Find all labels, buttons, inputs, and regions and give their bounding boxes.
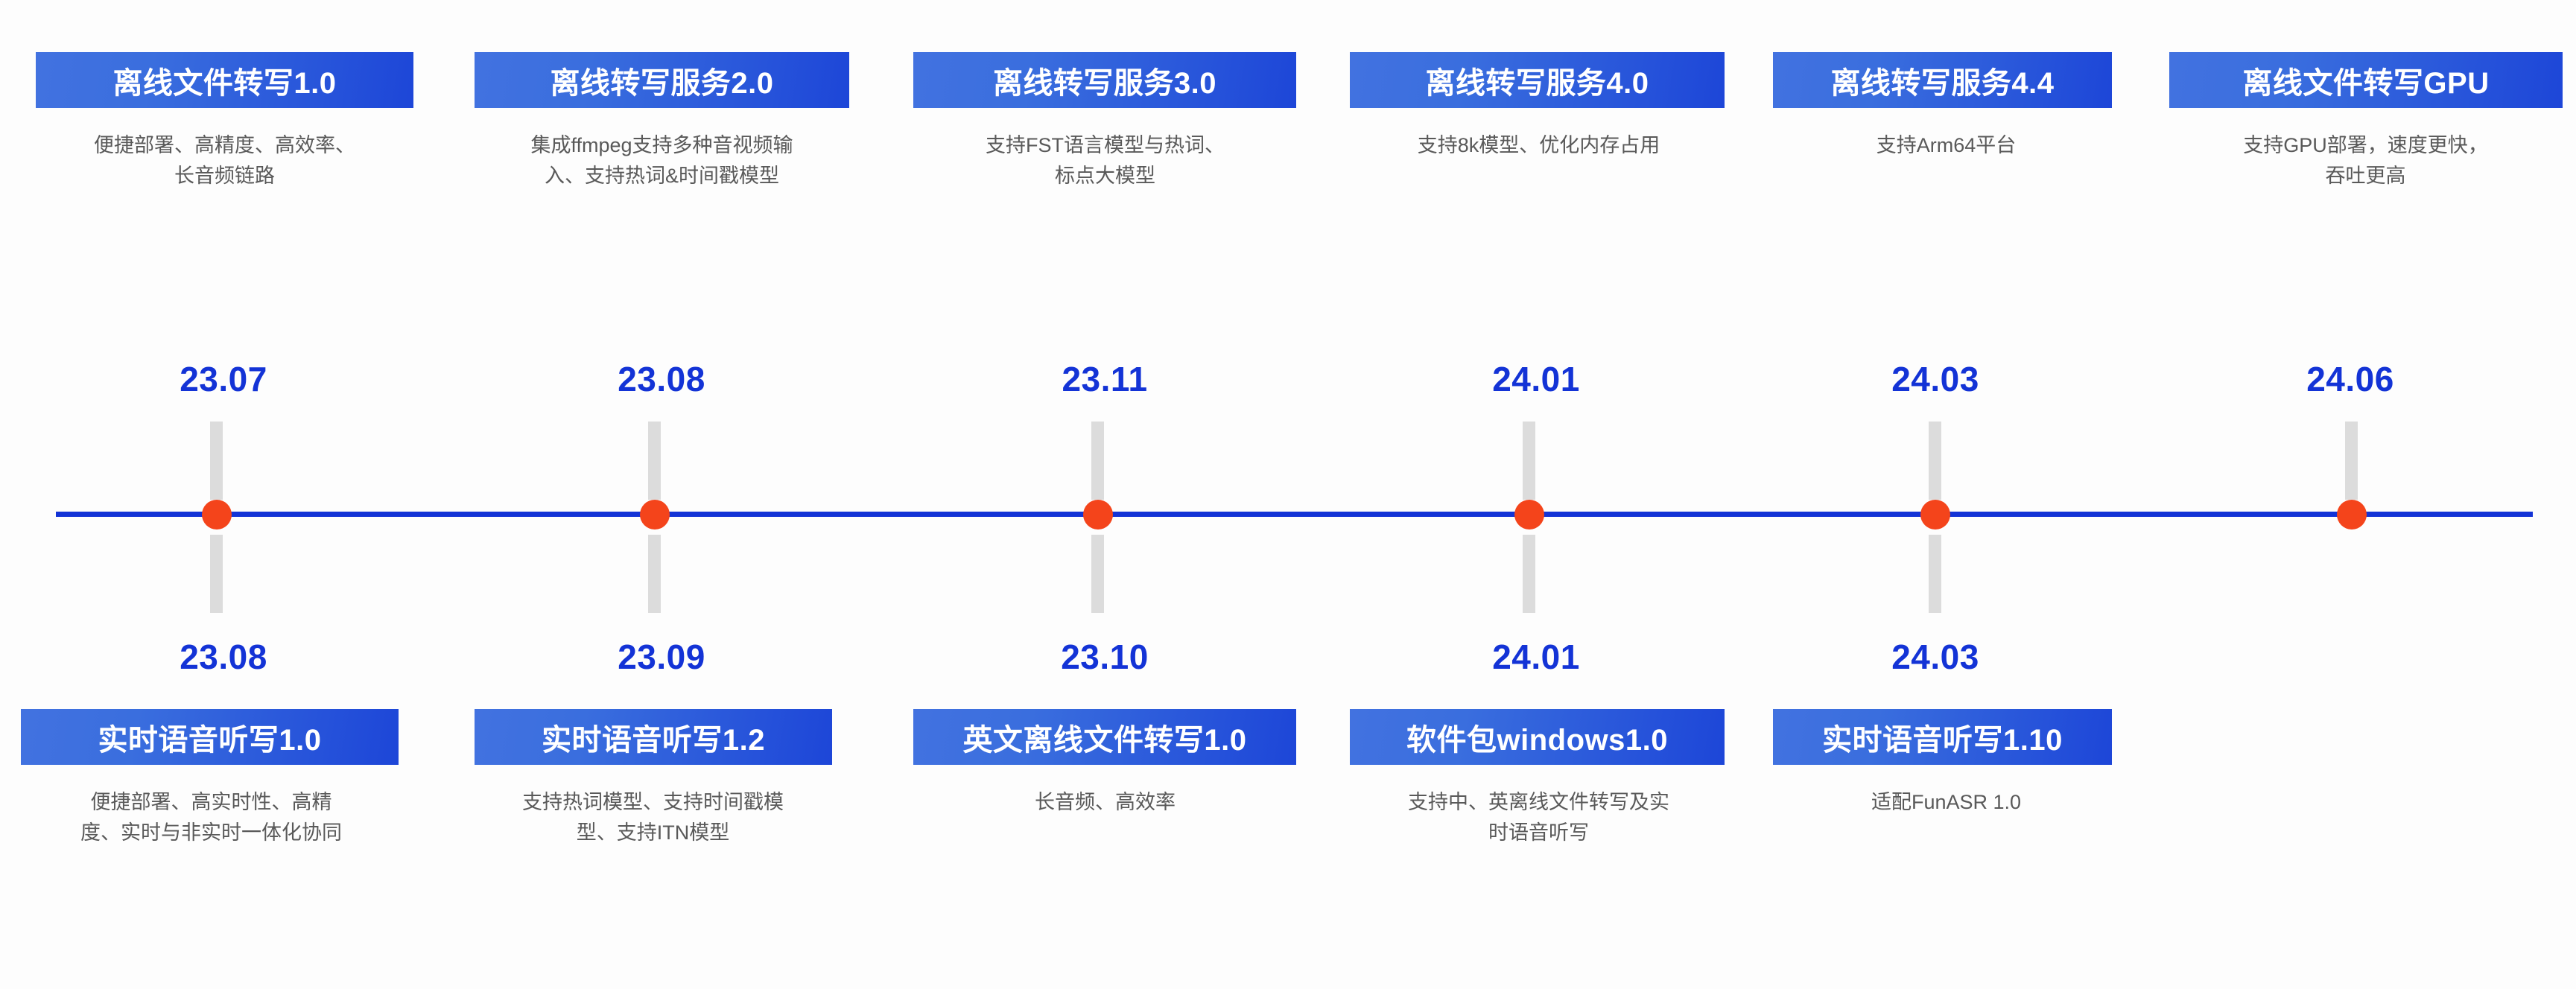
milestone-title-below-5[interactable]: 实时语音听写1.10 bbox=[1773, 709, 2112, 765]
milestone-title-above-3[interactable]: 离线转写服务3.0 bbox=[913, 52, 1296, 108]
milestone-title-below-4[interactable]: 软件包windows1.0 bbox=[1350, 709, 1725, 765]
milestone-date-below-1: 23.08 bbox=[180, 637, 267, 676]
milestone-date-below-5: 24.03 bbox=[1891, 637, 1979, 676]
milestone-title-above-2[interactable]: 离线转写服务2.0 bbox=[475, 52, 849, 108]
timeline-axis-line bbox=[56, 512, 2533, 517]
connector-below-5 bbox=[1929, 535, 1941, 613]
timeline-dot-3[interactable] bbox=[1083, 500, 1113, 530]
timeline-dot-2[interactable] bbox=[640, 500, 670, 530]
connector-below-3 bbox=[1091, 535, 1104, 613]
timeline-dot-6[interactable] bbox=[2337, 500, 2367, 530]
milestone-title-above-5[interactable]: 离线转写服务4.4 bbox=[1773, 52, 2112, 108]
connector-below-4 bbox=[1523, 535, 1535, 613]
milestone-date-below-4: 24.01 bbox=[1492, 637, 1580, 676]
milestone-title-above-6[interactable]: 离线文件转写GPU bbox=[2169, 52, 2563, 108]
connector-above-2 bbox=[648, 422, 661, 500]
milestone-date-above-3: 23.11 bbox=[1062, 360, 1148, 398]
connector-above-1 bbox=[210, 422, 223, 500]
timeline-dot-1[interactable] bbox=[202, 500, 232, 530]
milestone-date-above-4: 24.01 bbox=[1492, 360, 1580, 398]
milestone-date-above-1: 23.07 bbox=[180, 360, 267, 398]
milestone-description-above-2: 集成ffmpeg支持多种音视频输 入、支持热词&时间戳模型 bbox=[530, 134, 793, 187]
milestone-description-below-4: 支持中、英离线文件转写及实 时语音听写 bbox=[1408, 791, 1669, 844]
connector-above-4 bbox=[1523, 422, 1535, 500]
milestone-date-above-6: 24.06 bbox=[2306, 360, 2394, 398]
milestone-description-above-3: 支持FST语言模型与热词、 标点大模型 bbox=[986, 134, 1225, 187]
milestone-title-above-1[interactable]: 离线文件转写1.0 bbox=[36, 52, 413, 108]
connector-above-5 bbox=[1929, 422, 1941, 500]
connector-above-3 bbox=[1091, 422, 1104, 500]
milestone-date-below-3: 23.10 bbox=[1061, 637, 1149, 676]
connector-below-1 bbox=[210, 535, 223, 613]
connector-below-2 bbox=[648, 535, 661, 613]
milestone-description-above-6: 支持GPU部署，速度更快， 吞吐更高 bbox=[2243, 134, 2488, 187]
milestone-date-above-2: 23.08 bbox=[618, 360, 705, 398]
milestone-title-below-3[interactable]: 英文离线文件转写1.0 bbox=[913, 709, 1296, 765]
timeline-dot-5[interactable] bbox=[1920, 500, 1950, 530]
milestone-title-below-1[interactable]: 实时语音听写1.0 bbox=[21, 709, 399, 765]
milestone-description-below-5: 适配FunASR 1.0 bbox=[1871, 791, 2022, 813]
milestone-title-below-2[interactable]: 实时语音听写1.2 bbox=[475, 709, 832, 765]
milestone-title-above-4[interactable]: 离线转写服务4.0 bbox=[1350, 52, 1725, 108]
milestone-date-above-5: 24.03 bbox=[1891, 360, 1979, 398]
milestone-date-below-2: 23.09 bbox=[618, 637, 705, 676]
milestone-description-below-1: 便捷部署、高实时性、高精 度、实时与非实时一体化协同 bbox=[80, 791, 342, 844]
connector-above-6 bbox=[2345, 422, 2358, 500]
milestone-description-below-3: 长音频、高效率 bbox=[1035, 791, 1176, 813]
milestone-description-above-4: 支持8k模型、优化内存占用 bbox=[1417, 134, 1660, 156]
milestone-description-above-5: 支持Arm64平台 bbox=[1876, 134, 2017, 156]
milestone-description-above-1: 便捷部署、高精度、高效率、 长音频链路 bbox=[94, 134, 355, 187]
timeline-dot-4[interactable] bbox=[1514, 500, 1544, 530]
milestone-description-below-2: 支持热词模型、支持时间戳模 型、支持ITN模型 bbox=[522, 791, 784, 844]
